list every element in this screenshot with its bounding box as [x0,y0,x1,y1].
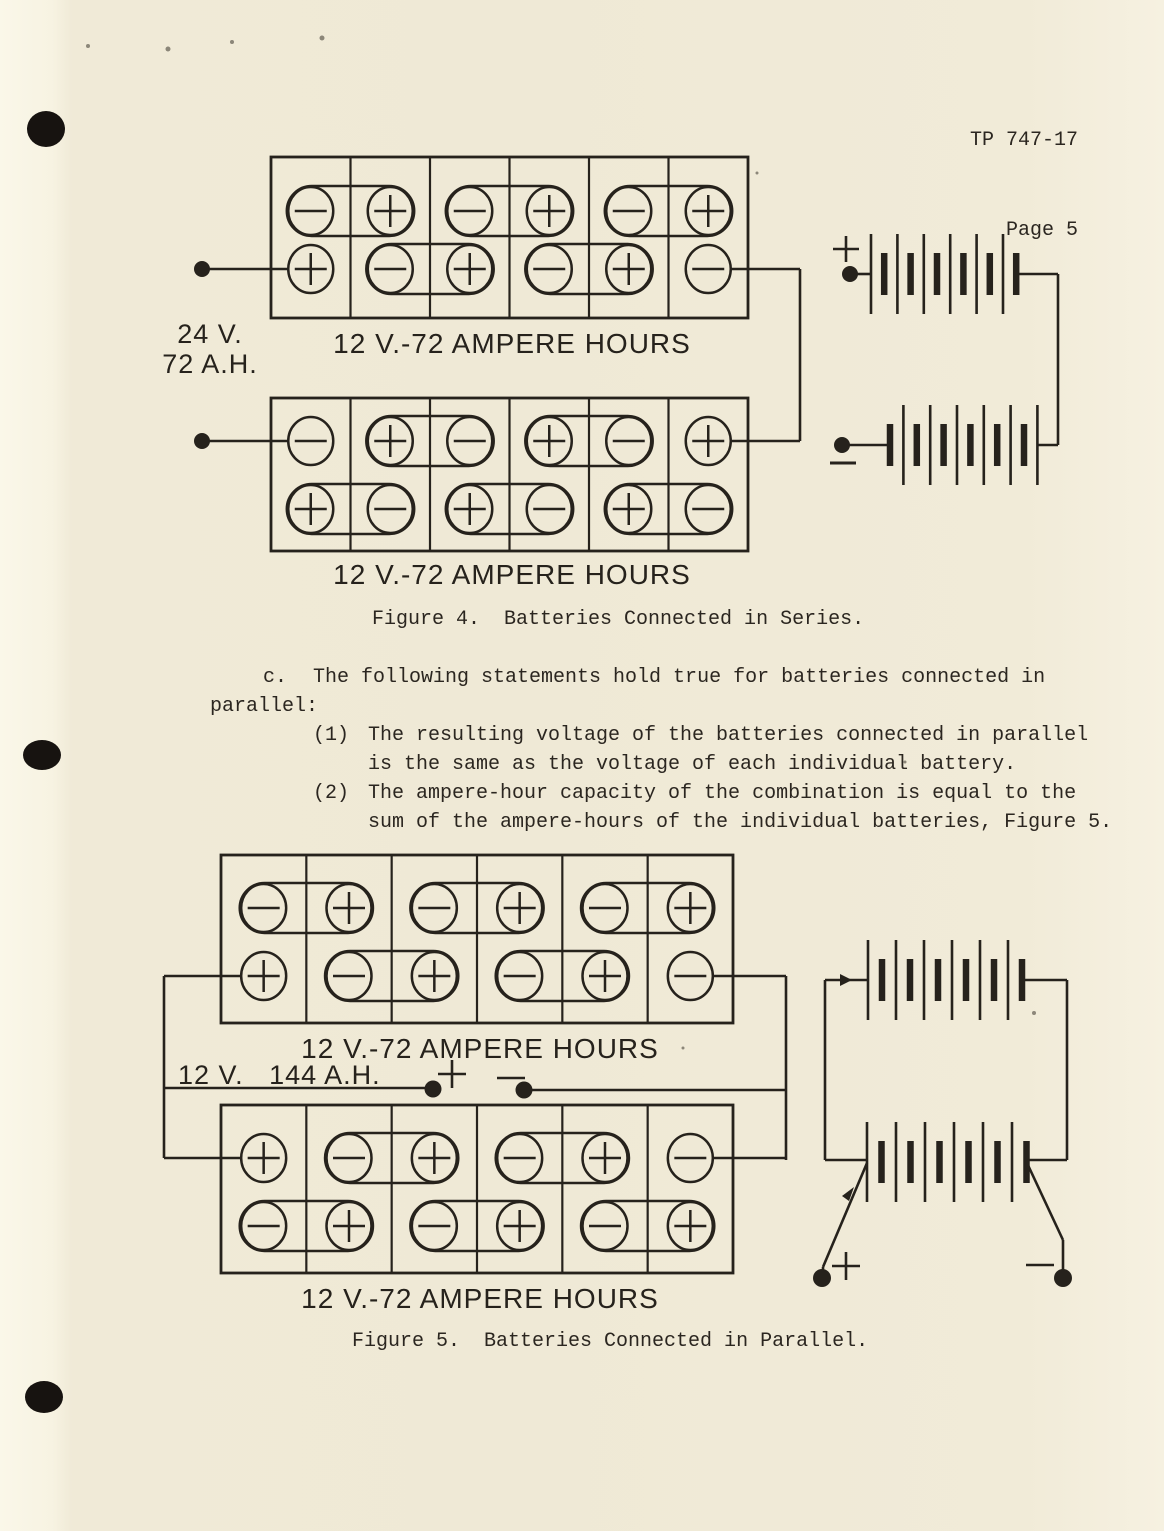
fig4-battery-1 [269,155,750,320]
figure5-diagram: 12 V.-72 AMPERE HOURS 12 V. 144 A.H. 12 … [162,853,1072,1314]
item1-line2: is the same as the voltage of each indiv… [368,753,1017,776]
fig4-positive-terminal-dot [194,261,210,277]
fig5-cell-symbols-top [866,940,1026,1020]
fig5-cell-symbols-bottom [865,1122,1030,1202]
fig5-positive-tap-dot [424,1080,442,1098]
fig5-battery-1 [219,853,735,1025]
binder-hole-top [27,111,65,147]
para-c-line1: The following statements hold true for b… [313,666,1046,689]
fig4-battery2-label: 12 V.-72 AMPERE HOURS [333,559,691,590]
fig5-combined-rating: 12 V. 144 A.H. [178,1060,381,1090]
fig5-battery1-label: 12 V.-72 AMPERE HOURS [301,1033,659,1064]
fig4-cell-symbols-bottom [886,405,1039,485]
figure4-diagram: 24 V. 72 A.H. 12 V.-72 AMPERE HOURS 12 V… [162,155,1060,590]
doc-number: TP 747-17 [969,129,1078,152]
para-c-marker: c. [263,666,288,689]
binder-hole-middle [23,740,61,770]
fig4-schematic [830,234,1060,485]
item2-marker: (2) [313,782,350,805]
fig5-schematic-positive-dot [813,1269,831,1287]
current-arrow [840,974,852,986]
figure4-caption: Figure 4. Batteries Connected in Series. [372,608,865,631]
page-number: Page 5 [1005,219,1078,242]
current-arrow [842,1187,854,1201]
scan-specks [86,35,1036,1050]
item1-marker: (1) [313,724,350,747]
item2-line2: sum of the ampere-hours of the individua… [368,811,1113,834]
fig5-battery2-label: 12 V.-72 AMPERE HOURS [301,1283,659,1314]
item2-line1: The ampere-hour capacity of the combinat… [368,782,1077,805]
para-c-line2: parallel: [210,695,319,718]
fig4-rating-line1: 24 V. [177,319,243,349]
fig4-cell-symbols-top [869,234,1020,314]
binder-hole-bottom [25,1381,63,1413]
fig5-schematic-negative-dot [1054,1269,1072,1287]
page-header: TP 747-17 Page 5 [860,66,1078,306]
fig4-rating-line2: 72 A.H. [162,349,258,379]
item1-line1: The resulting voltage of the batteries c… [368,724,1089,747]
figure5-caption: Figure 5. Batteries Connected in Paralle… [352,1330,869,1353]
fig5-schematic [813,940,1072,1287]
fig4-negative-terminal-dot [194,433,210,449]
fig4-battery-2 [269,396,750,553]
fig5-battery-2 [219,1103,735,1275]
fig4-battery1-label: 12 V.-72 AMPERE HOURS [333,328,691,359]
